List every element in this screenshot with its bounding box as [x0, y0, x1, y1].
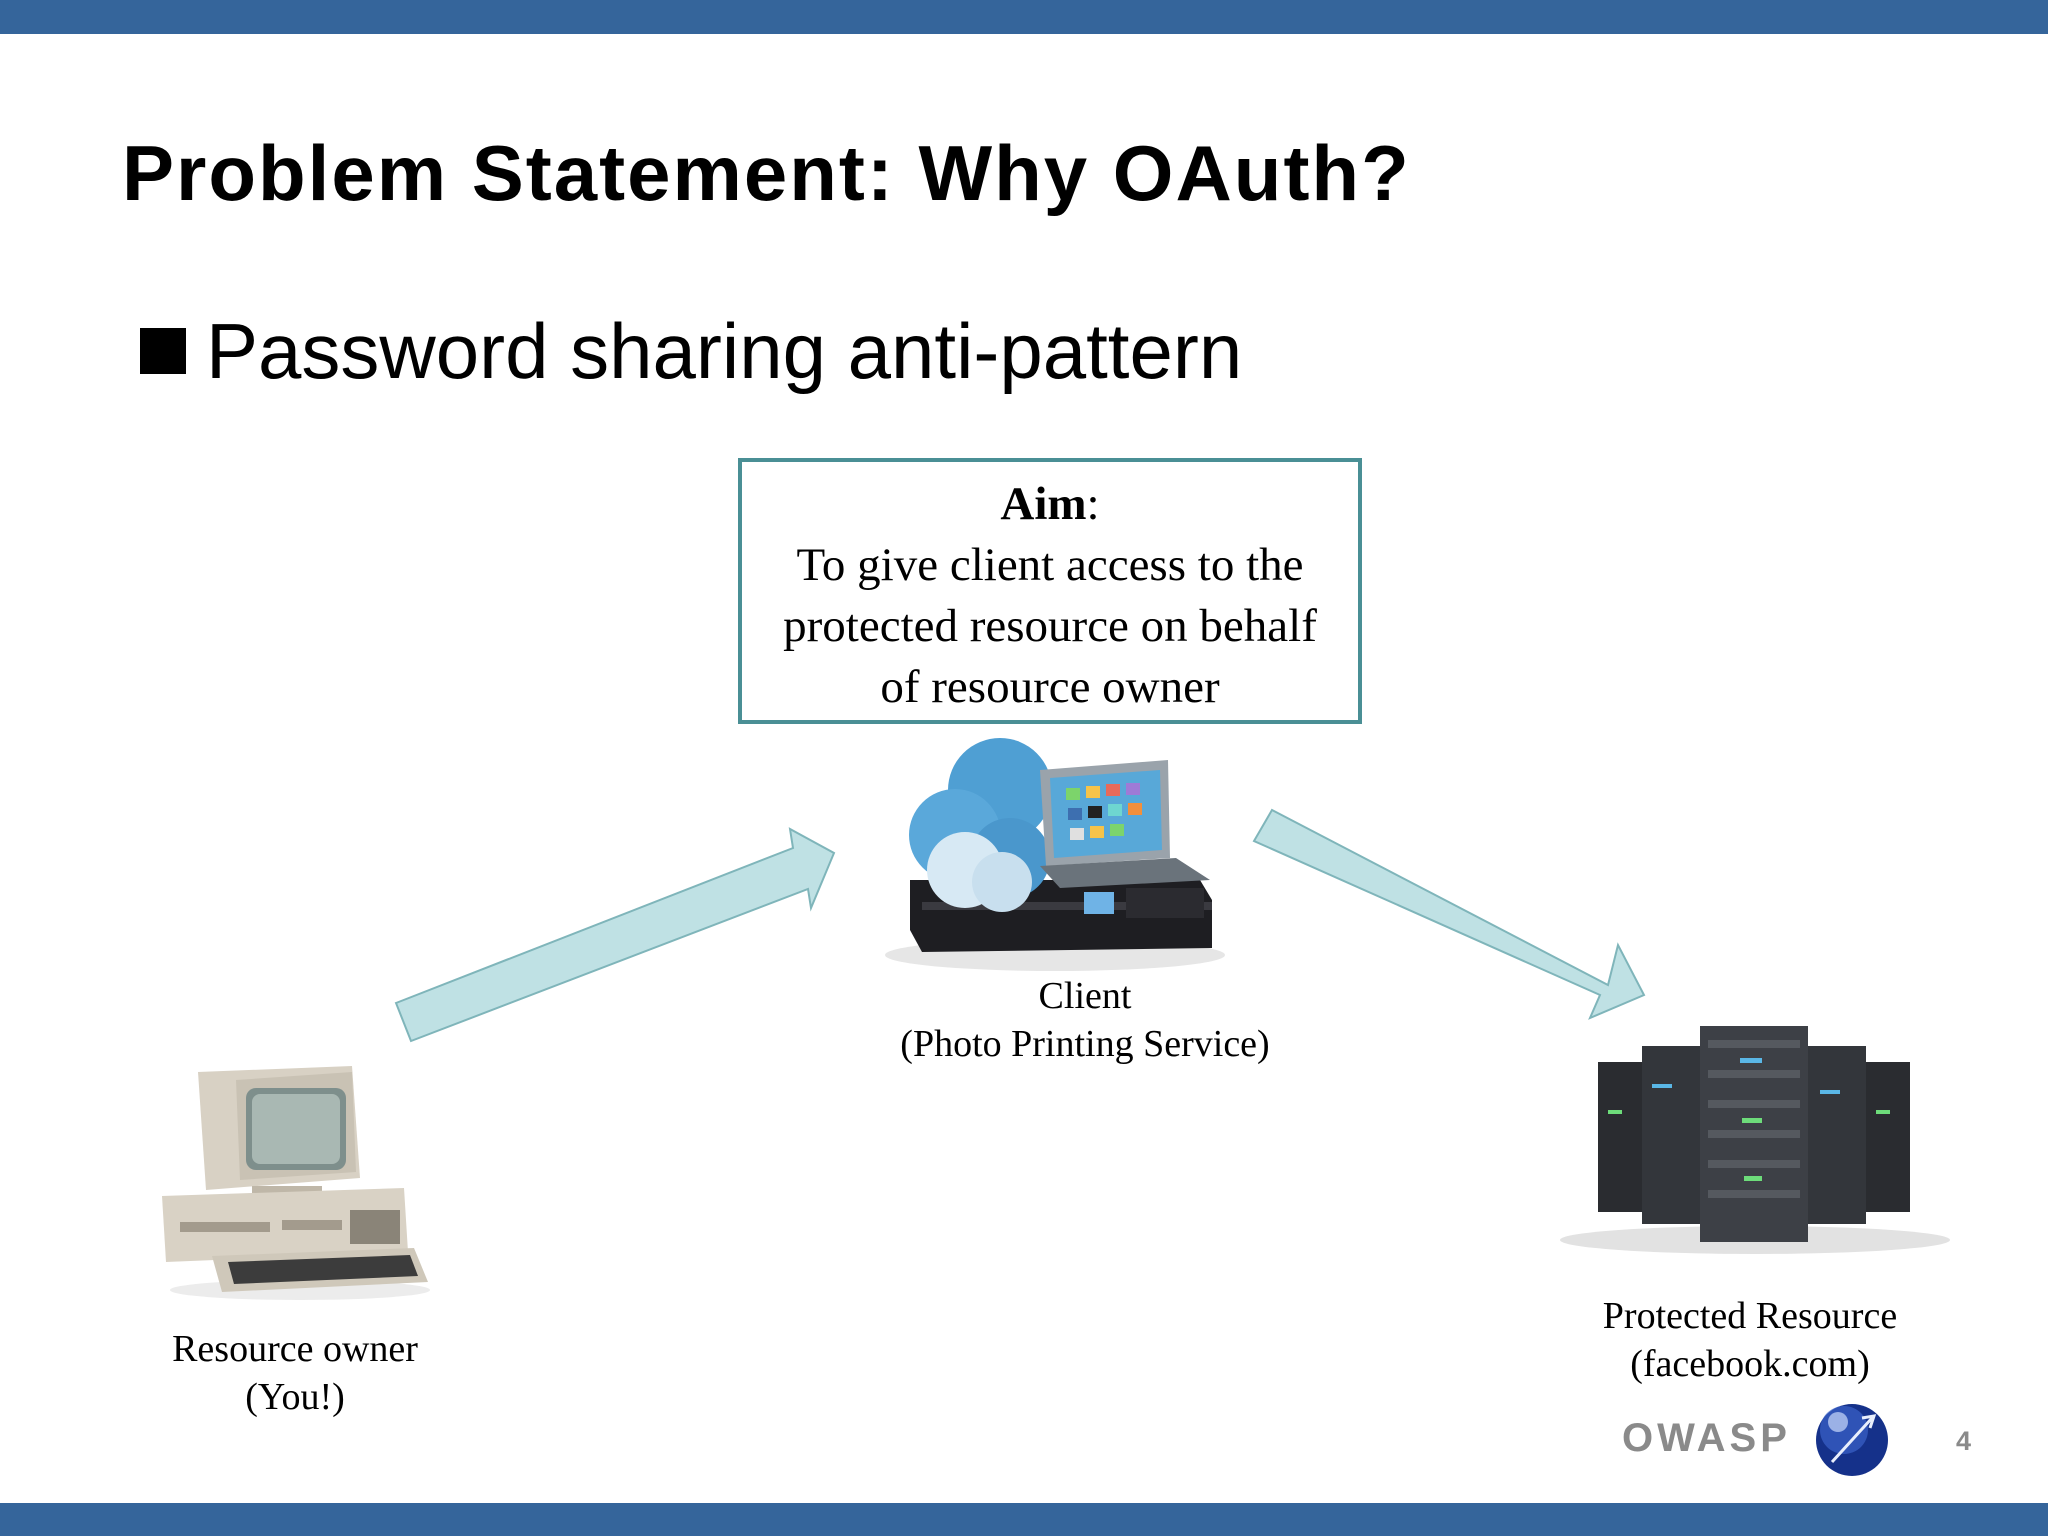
footer-org-name: OWASP	[1622, 1416, 1791, 1460]
bottom-bar	[0, 1503, 2048, 1536]
protected-caption: Protected Resource (facebook.com)	[1560, 1292, 1940, 1388]
arrow-client-to-protected	[1252, 808, 1646, 1020]
protected-sublabel: (facebook.com)	[1630, 1343, 1870, 1385]
slide-title: Problem Statement: Why OAuth?	[122, 129, 1411, 217]
protected-label: Protected Resource	[1602, 1295, 1898, 1337]
aim-box: Aim: To give client access to the protec…	[738, 458, 1362, 724]
arrow-owner-to-client	[394, 827, 836, 1043]
aim-heading: Aim:	[742, 474, 1358, 535]
cloud-laptop-server-icon	[885, 738, 1225, 971]
client-sublabel: (Photo Printing Service)	[900, 1023, 1270, 1065]
aim-line-3: of resource owner	[880, 661, 1220, 713]
aim-line-1: To give client access to the	[796, 539, 1304, 591]
aim-line-2: protected resource on behalf	[783, 600, 1317, 652]
owasp-globe-icon	[1816, 1404, 1888, 1476]
aim-colon: :	[1086, 478, 1100, 530]
aim-label: Aim	[1000, 478, 1087, 530]
client-caption: Client (Photo Printing Service)	[870, 972, 1300, 1068]
bullet-item: Password sharing anti-pattern	[140, 306, 1242, 396]
retro-computer-icon	[162, 1066, 430, 1300]
bullet-square-icon	[140, 328, 186, 374]
client-label: Client	[1038, 975, 1132, 1017]
bullet-text: Password sharing anti-pattern	[206, 306, 1243, 395]
owner-caption: Resource owner (You!)	[140, 1325, 450, 1421]
owner-label: Resource owner	[172, 1328, 418, 1370]
server-rack-icon	[1560, 1026, 1950, 1254]
top-bar	[0, 0, 2048, 34]
owner-sublabel: (You!)	[245, 1376, 345, 1418]
page-number: 4	[1956, 1426, 1972, 1456]
